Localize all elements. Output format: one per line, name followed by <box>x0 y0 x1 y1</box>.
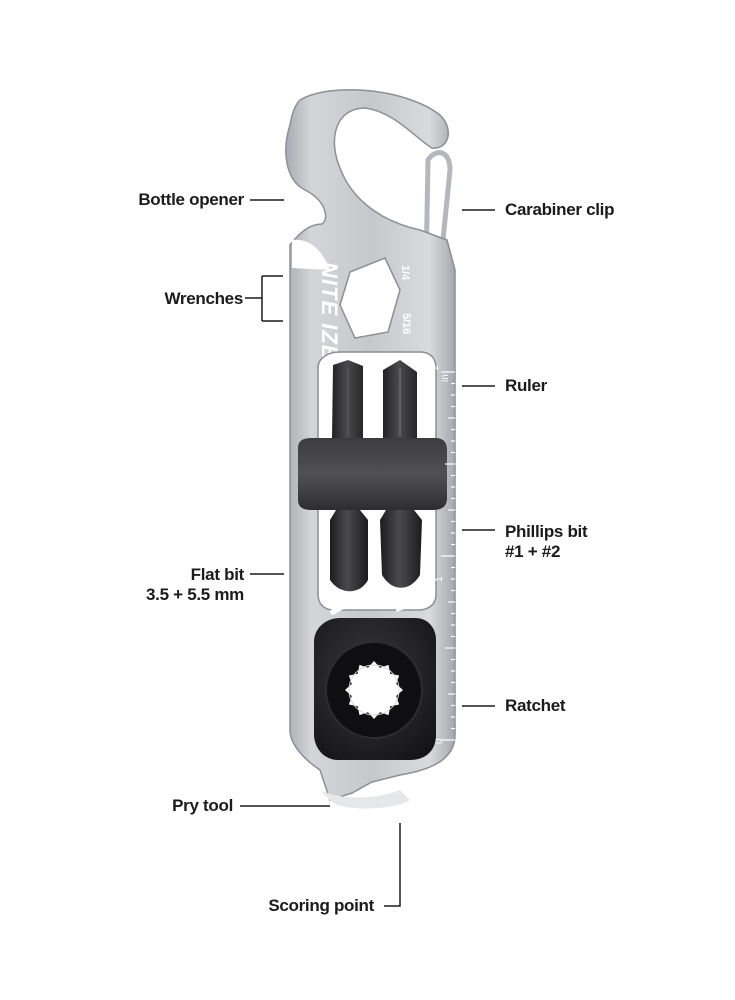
ruler-scale <box>441 371 455 741</box>
label-ratchet: Ratchet <box>505 696 566 715</box>
label-phillips-bit-line2: #1 + #2 <box>505 542 561 561</box>
label-carabiner-clip: Carabiner clip <box>505 200 615 219</box>
wrench-size-5-16: 5/16 <box>400 313 412 334</box>
wrench-hex <box>339 257 401 339</box>
label-phillips-bit-line1: Phillips bit <box>505 522 588 541</box>
label-flat-bit: Flat bit 3.5 + 5.5 mm <box>110 565 244 605</box>
label-ruler: Ruler <box>505 376 547 395</box>
ratchet-inner-shadow <box>348 664 400 716</box>
rotation-arrow <box>330 595 405 615</box>
pry-tool-edge <box>320 790 410 809</box>
ruler-mark-0: 0 <box>434 738 445 744</box>
leader-scoring-point <box>384 823 401 907</box>
leader-wrenches <box>245 275 283 322</box>
ratchet-socket <box>345 661 403 719</box>
ruler-mark-1: 1 <box>434 576 445 582</box>
label-bottle-opener: Bottle opener <box>138 190 244 209</box>
ruler-unit: in <box>440 374 451 382</box>
label-wrenches: Wrenches <box>164 289 243 308</box>
rotation-arrow-head <box>396 594 414 612</box>
bottle-opener-notch <box>292 239 330 270</box>
brand-logo: NITE IZE <box>317 262 342 361</box>
label-flat-bit-line1: Flat bit <box>190 565 245 584</box>
label-scoring-point: Scoring point <box>268 896 374 915</box>
label-phillips-bit: Phillips bit #1 + #2 <box>505 522 588 562</box>
label-pry-tool: Pry tool <box>172 796 233 815</box>
label-flat-bit-line2: 3.5 + 5.5 mm <box>146 585 244 604</box>
ruler-mark-2: 2 <box>430 364 441 370</box>
wrench-size-1-4: 1/4 <box>399 265 411 281</box>
bit-holder-band <box>298 438 447 510</box>
